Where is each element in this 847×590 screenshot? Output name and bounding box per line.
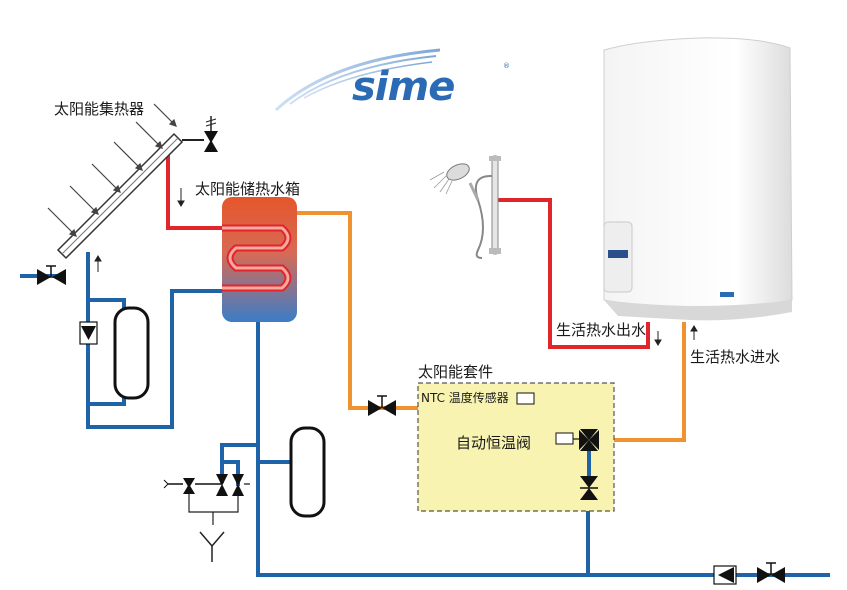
flow-arrow-icon [94, 188, 185, 272]
mixing-valve-head-icon [555, 432, 574, 445]
expansion-vessel-icon-left [113, 306, 150, 400]
wall-boiler-icon [603, 37, 793, 321]
label-mixing-valve: 自动恒温阀 [456, 434, 532, 452]
hot-pipe-boiler-to-shower [497, 198, 650, 349]
expansion-vessel-icon-bottom [289, 426, 326, 518]
three-way-valve-icon [579, 429, 599, 451]
label-solar-kit: 太阳能套件 [418, 363, 494, 381]
cold-pipe-main [256, 322, 830, 577]
label-storage-tank: 太阳能储热水箱 [195, 180, 301, 198]
label-hot-water-out: 生活热水出水 [556, 321, 647, 339]
label-ntc-sensor: NTC 温度传感器 [421, 391, 509, 405]
check-valve-icon-kit [580, 476, 598, 500]
drain-icon [199, 531, 225, 562]
check-valve-icon-outlet [713, 565, 737, 585]
air-vent-icon [182, 116, 218, 152]
flow-arrow-icon-boiler [654, 325, 698, 346]
valve-icon-left-inlet [37, 265, 66, 285]
brand-logo-swoosh [274, 48, 441, 112]
check-valve-icon-left [79, 321, 98, 345]
valve-icon-outlet [757, 562, 785, 583]
shower-icon [429, 155, 501, 259]
label-solar-collector: 太阳能集热器 [54, 100, 145, 118]
cold-pipe-safety-branch [220, 443, 258, 483]
valve-icon-kit-inlet [368, 395, 396, 416]
ntc-sensor-icon [516, 392, 535, 405]
warm-pipe-kit-to-boiler [598, 322, 686, 442]
brand-registered-mark: ® [503, 62, 510, 70]
solar-collector [56, 132, 184, 260]
brand-logo: sime [352, 64, 455, 110]
sunlight-arrows [47, 103, 177, 237]
storage-tank [222, 197, 297, 322]
cold-pipe-collector-loop [86, 252, 222, 429]
safety-valve-group [163, 474, 250, 525]
label-cold-water-in: 生活热水进水 [690, 348, 781, 366]
